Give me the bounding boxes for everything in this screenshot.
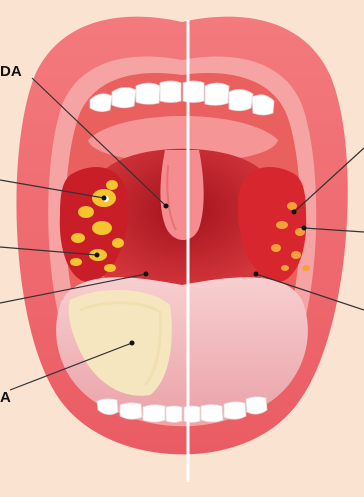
uvula-label: DA <box>0 63 22 80</box>
tongue-label: A <box>0 389 11 406</box>
